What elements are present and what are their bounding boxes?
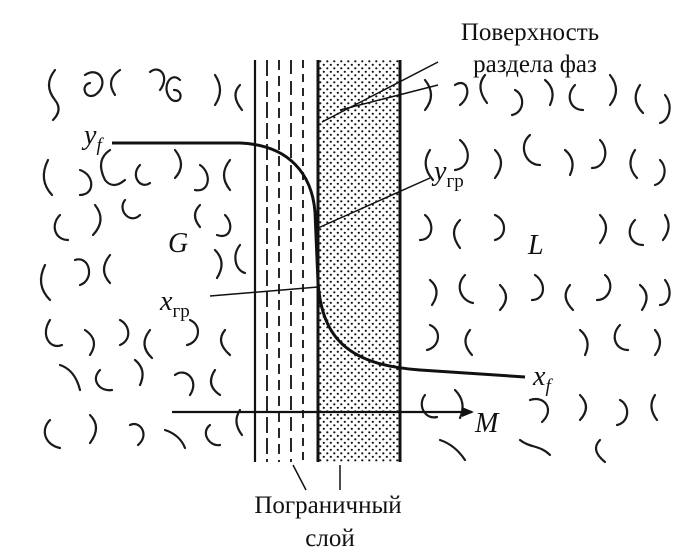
leader-interface-1 <box>321 61 439 123</box>
x-gr-label: xгр <box>159 286 190 322</box>
leader-y-gr <box>317 177 431 229</box>
flow-label: M <box>474 408 500 439</box>
interface-label-line2: раздела фаз <box>473 51 597 78</box>
y-gr-label: yгр <box>431 156 464 192</box>
gas-boundary-layer <box>253 60 304 462</box>
gas-turbulence <box>39 68 247 450</box>
liquid-phase-label: L <box>527 230 544 261</box>
interface-label-line1: Поверхность <box>461 19 599 46</box>
liquid-turbulence <box>418 73 671 464</box>
liquid-boundary-layer <box>319 60 399 462</box>
y-f-label: yf <box>81 120 104 156</box>
leader-x-gr <box>209 286 319 297</box>
boundary-layer-label-line2: слой <box>305 525 354 552</box>
leader-boundary-1 <box>292 464 307 491</box>
x-f-label: xf <box>532 361 553 397</box>
concentration-profile-curve <box>112 141 526 379</box>
gas-phase-label: G <box>168 228 188 259</box>
leader-interface-2 <box>339 84 439 111</box>
boundary-layer-label-line1: Пограничный <box>254 492 401 519</box>
